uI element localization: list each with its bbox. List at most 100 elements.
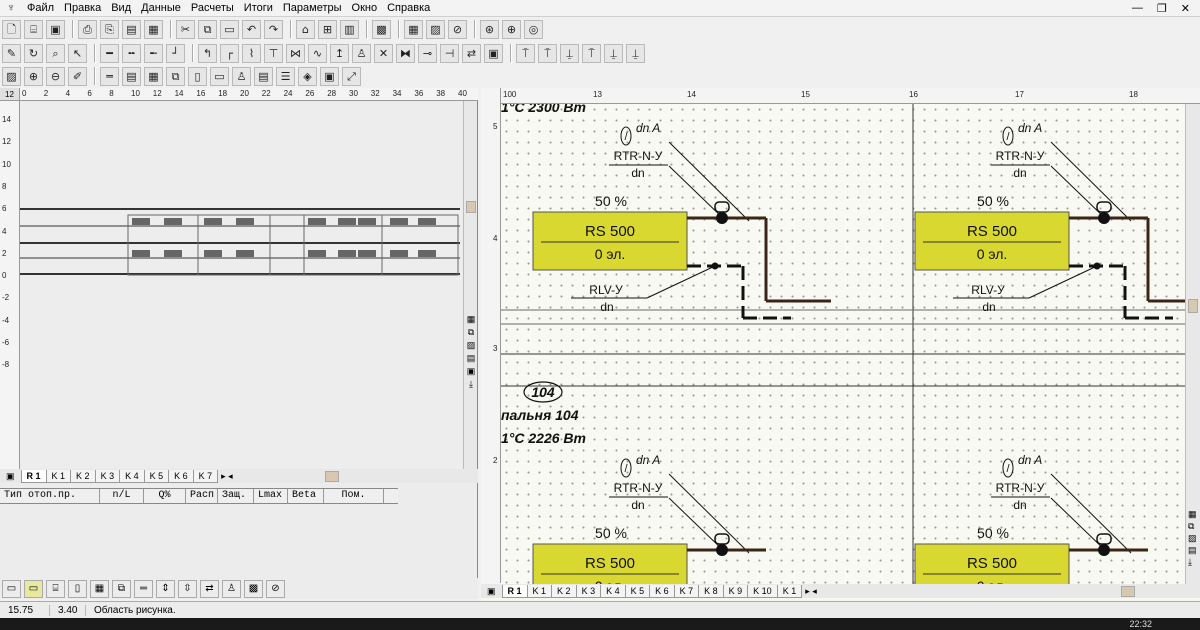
layer-12-icon[interactable]: ▩	[244, 579, 263, 598]
tool-grid-icon[interactable]: ▦	[1188, 509, 1197, 519]
col-n-l[interactable]: n/L	[100, 489, 144, 503]
pointer-icon[interactable]: ↖	[68, 43, 87, 63]
branch-icon[interactable]: ⇄	[462, 43, 481, 63]
pipe-end-icon[interactable]: ╾	[144, 43, 163, 63]
restore-icon[interactable]: ❐	[1156, 2, 1167, 15]
zoom-in-icon[interactable]: ⊕	[24, 66, 43, 86]
layout-icon[interactable]: ▨	[426, 19, 445, 39]
select-area-icon[interactable]: ▨	[2, 66, 21, 86]
h-scroll-thumb[interactable]	[324, 470, 339, 482]
h-scroll-thumb[interactable]	[1120, 585, 1135, 597]
mini-radiator[interactable]	[236, 250, 254, 257]
close-icon[interactable]: ✕	[1180, 2, 1190, 15]
building-icon[interactable]: ⌂	[296, 19, 315, 39]
tab-nav-icon[interactable]: ▣	[487, 585, 496, 596]
figure-icon[interactable]: ♙	[352, 43, 371, 63]
properties-icon[interactable]: ▦	[144, 19, 163, 39]
radiator-icon[interactable]: ▤	[122, 66, 141, 86]
gauge-icon[interactable]: ◎	[524, 19, 543, 39]
pipe-dashed-icon[interactable]: ╍	[122, 43, 141, 63]
copy-icon[interactable]: ⧉	[198, 19, 217, 39]
scroll-thumb[interactable]	[1188, 299, 1198, 313]
tab-k10[interactable]: K 10	[747, 584, 778, 598]
tab-k3[interactable]: K 3	[94, 469, 121, 483]
drawing-vertical-scrollbar[interactable]: ▦ ⧉ ▨ ▤ ⤓	[1185, 104, 1200, 584]
radiator-valve-6-icon[interactable]: ⍊	[626, 43, 645, 63]
tool-end-icon[interactable]: ⤓	[1188, 557, 1192, 567]
menu-edit[interactable]: Правка	[64, 2, 102, 14]
fitting-icon[interactable]: ⌇	[242, 43, 261, 63]
person-icon[interactable]: ♙	[232, 66, 251, 86]
layer-3-icon[interactable]: ⌸	[46, 579, 65, 598]
compensator-icon[interactable]: ∿	[308, 43, 327, 63]
pipe-line-icon[interactable]: ━	[100, 43, 119, 63]
tab-k5[interactable]: K 5	[624, 584, 651, 598]
col-lmax[interactable]: Lmax	[254, 489, 288, 503]
layer-9-icon[interactable]: ⇳	[178, 579, 197, 598]
rescale-icon[interactable]: ⤢	[342, 66, 361, 86]
tab-k5[interactable]: K 5	[143, 469, 170, 483]
radiator-valve-2-icon[interactable]: ⍑	[538, 43, 557, 63]
layer-8-icon[interactable]: ⇕	[156, 579, 175, 598]
plug-icon[interactable]: ⊣	[440, 43, 459, 63]
mini-radiator[interactable]	[390, 218, 408, 225]
radiator-valve-1-icon[interactable]: ⍑	[516, 43, 535, 63]
delete-icon[interactable]: ✕	[374, 43, 393, 63]
col-protection[interactable]: Защ.	[218, 489, 254, 503]
pencil-icon[interactable]: ✎	[2, 43, 21, 63]
panel-icon[interactable]: ▭	[210, 66, 229, 86]
tab-k1[interactable]: K 1	[45, 469, 72, 483]
paint-icon[interactable]: ◈	[298, 66, 317, 86]
arrow-up-icon[interactable]: ↥	[330, 43, 349, 63]
col-beta[interactable]: Beta	[288, 489, 324, 503]
col-q-percent[interactable]: Q%	[144, 489, 186, 503]
minimize-icon[interactable]: —	[1131, 1, 1143, 14]
tab-k2[interactable]: K 2	[70, 469, 96, 483]
tab-r1[interactable]: R 1	[501, 584, 528, 598]
radiator-valve-4-icon[interactable]: ⍑	[582, 43, 601, 63]
menu-calculations[interactable]: Расчеты	[190, 2, 234, 14]
tool-d-icon[interactable]: ▤	[466, 353, 476, 363]
menu-window[interactable]: Окно	[351, 2, 378, 14]
tab-r1[interactable]: R 1	[20, 469, 47, 483]
mini-radiator[interactable]	[390, 250, 408, 257]
connector-icon[interactable]: ⊸	[418, 43, 437, 63]
table-icon[interactable]: ▥	[340, 19, 359, 39]
tab-k2[interactable]: K 2	[551, 584, 577, 598]
tab-k3[interactable]: K 3	[575, 584, 602, 598]
layer-4-icon[interactable]: ▯	[68, 579, 87, 598]
pump-icon[interactable]: ⊛	[480, 19, 499, 39]
stop-icon[interactable]: ⊘	[448, 19, 467, 39]
col-heater-type[interactable]: Тип отоп.пр.	[0, 489, 100, 503]
tab-nav-icon[interactable]: ▣	[6, 470, 15, 481]
tool-fill-icon[interactable]: ▨	[1188, 533, 1197, 543]
eyedropper-icon[interactable]: ✐	[68, 66, 87, 86]
menu-parameters[interactable]: Параметры	[282, 2, 342, 14]
menu-data[interactable]: Данные	[141, 2, 181, 14]
col-distribution[interactable]: Расп	[186, 489, 218, 503]
overview-canvas[interactable]	[20, 102, 464, 468]
new-file-icon[interactable]: 🗋	[2, 19, 21, 39]
valve-insert-icon[interactable]: ⧓	[396, 43, 415, 63]
col-room[interactable]: Пом.	[324, 489, 384, 503]
mini-radiator[interactable]	[338, 250, 356, 257]
page-setup-icon[interactable]: ▤	[122, 19, 141, 39]
layers-icon[interactable]: ⧉	[166, 66, 185, 86]
line-style-icon[interactable]: ═	[100, 66, 119, 86]
scroll-thumb[interactable]	[466, 201, 476, 213]
print-icon[interactable]: ⎘	[100, 19, 119, 39]
reducer-icon[interactable]: ⋈	[286, 43, 305, 63]
corner-icon[interactable]: ┌	[220, 43, 239, 63]
save-icon[interactable]: ▣	[46, 19, 65, 39]
zoom-out-icon[interactable]: ⊖	[46, 66, 65, 86]
tool-doc-icon[interactable]: ▤	[1188, 545, 1197, 555]
cut-icon[interactable]: ✂	[176, 19, 195, 39]
print-preview-icon[interactable]: ⎙	[78, 19, 97, 39]
mini-radiator[interactable]	[164, 250, 182, 257]
mini-radiator[interactable]	[358, 218, 376, 225]
tee-icon[interactable]: ⊤	[264, 43, 283, 63]
mini-radiator[interactable]	[236, 218, 254, 225]
rotate-icon[interactable]: ↻	[24, 43, 43, 63]
layer-10-icon[interactable]: ⇄	[200, 579, 219, 598]
radiator-group-icon[interactable]: ▦	[144, 66, 163, 86]
